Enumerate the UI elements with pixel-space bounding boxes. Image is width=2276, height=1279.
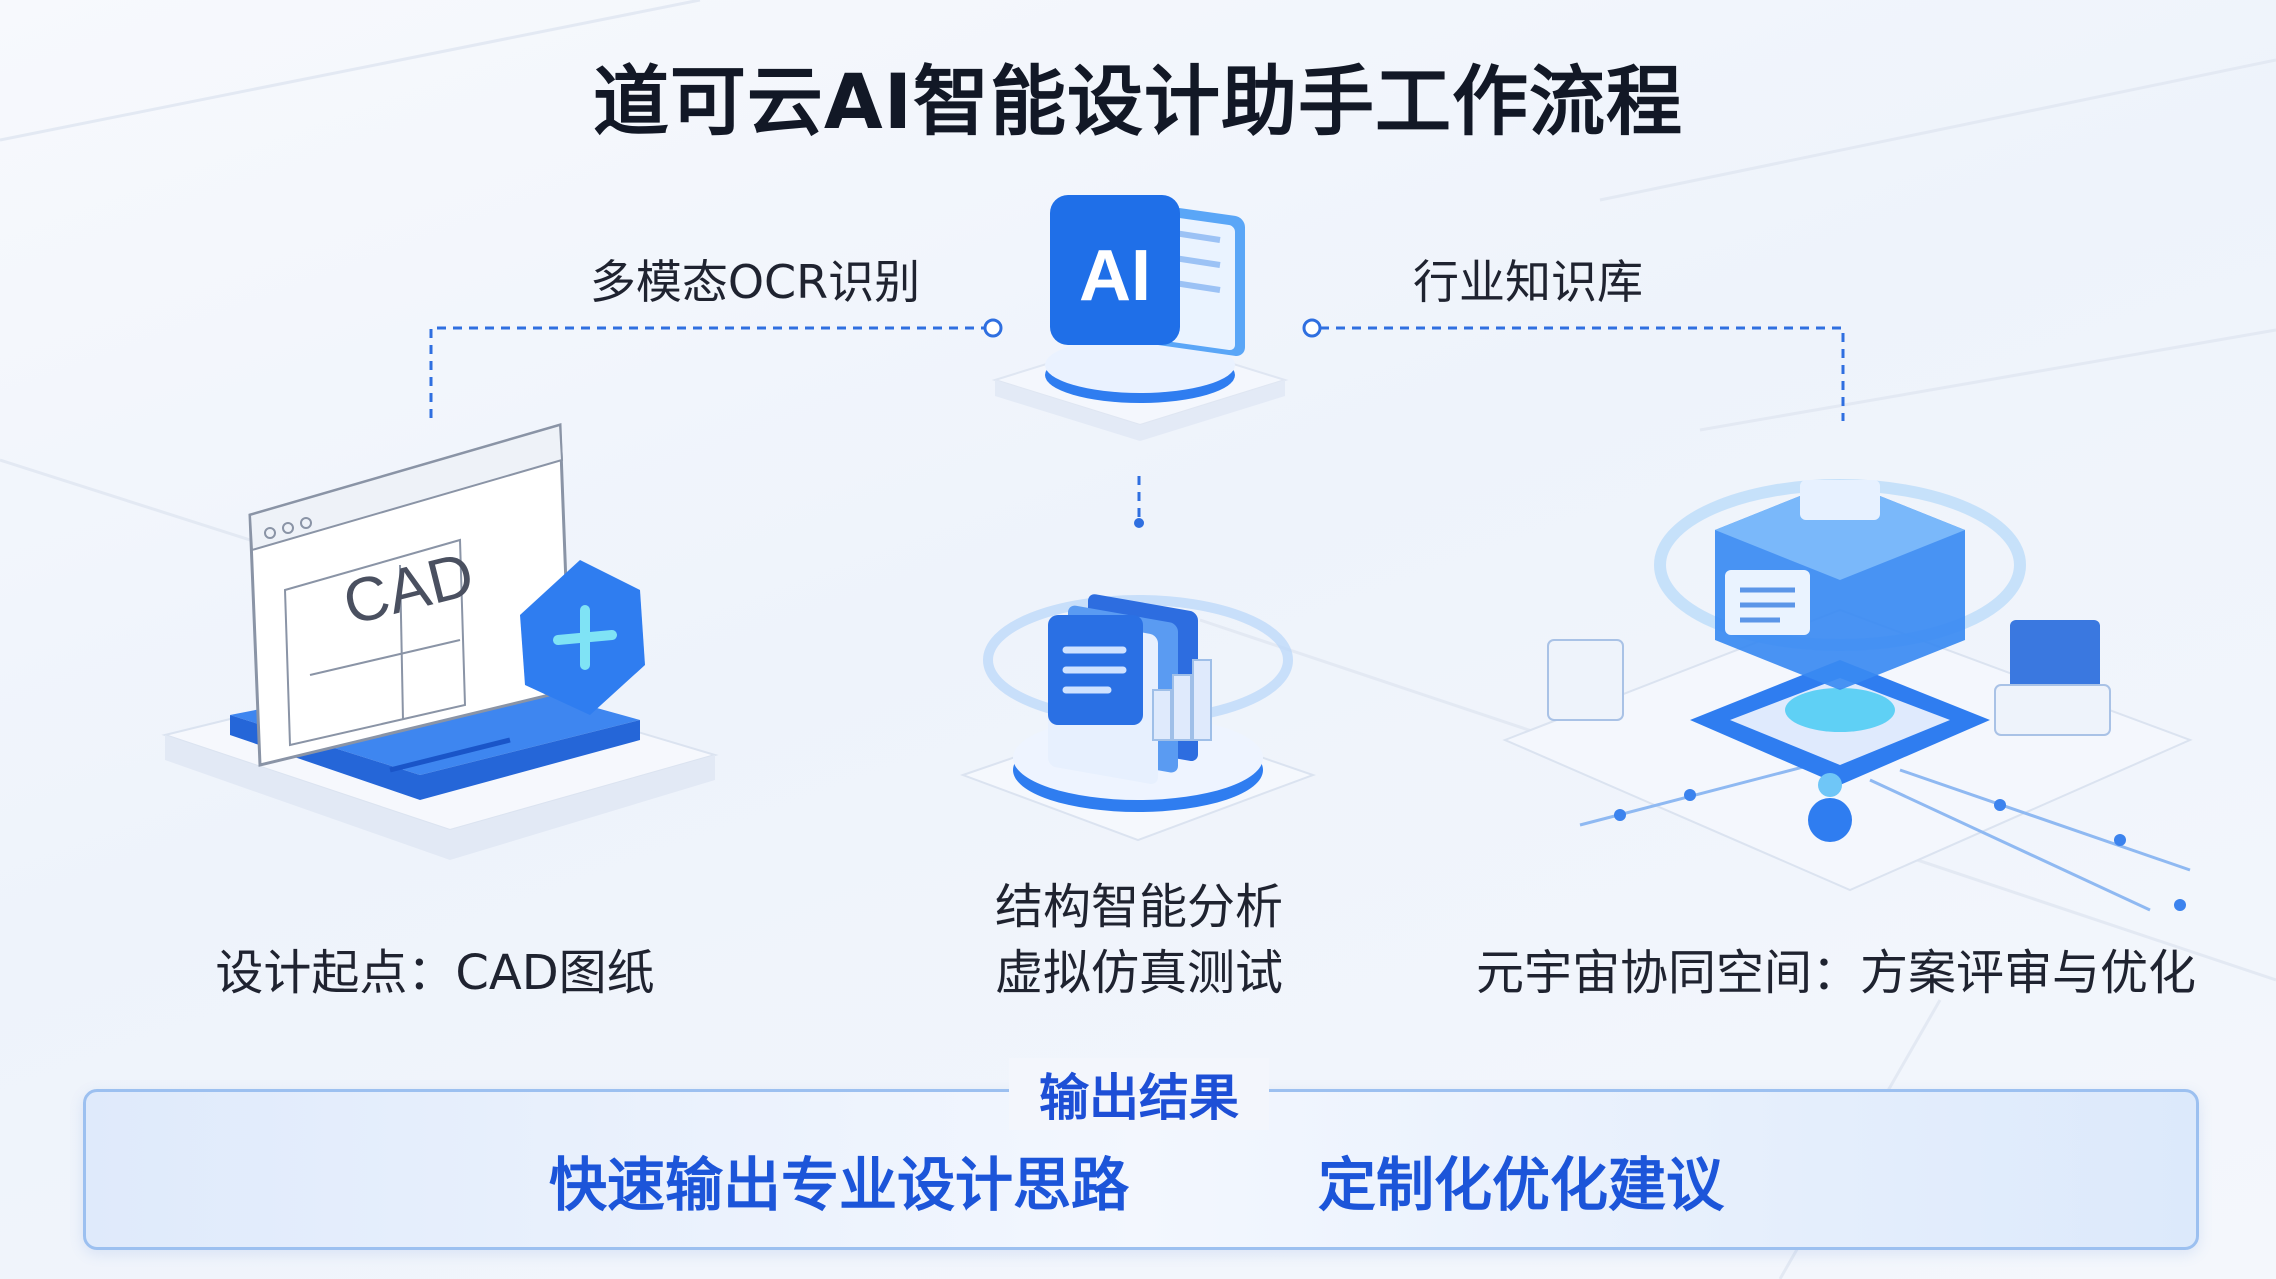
- metaverse-caption: 元宇宙协同空间：方案评审与优化: [1475, 945, 2197, 1001]
- page-title: 道可云AI智能设计助手工作流程: [592, 57, 1684, 146]
- connector-label-knowledge-base: 行业知识库: [1413, 255, 1643, 309]
- ai-hub-illustration: AI: [991, 195, 1289, 441]
- analysis-illustration: [960, 594, 1316, 842]
- ai-icon-text: AI: [1079, 236, 1151, 316]
- connector-dot: [983, 318, 1003, 338]
- connector-dot: [1134, 518, 1144, 528]
- analysis-caption: 结构智能分析 虚拟仿真测试: [995, 874, 1283, 1006]
- bar-chart-icon: [1152, 659, 1212, 741]
- cad-illustration: CAD: [161, 423, 719, 860]
- ai-icon: [1050, 195, 1180, 345]
- connector-label-ocr: 多模态OCR识别: [589, 255, 921, 309]
- output-item: 定制化优化建议: [1317, 1151, 1725, 1219]
- connector-dot: [1302, 318, 1322, 338]
- cad-caption: 设计起点：CAD图纸: [215, 945, 655, 1001]
- output-item: 快速输出专业设计思路: [548, 1151, 1130, 1219]
- server-icon: [1547, 639, 1624, 721]
- output-title: 输出结果: [1009, 1058, 1269, 1130]
- connector-left: [429, 326, 985, 418]
- analysis-caption-line2: 虚拟仿真测试: [994, 945, 1284, 1001]
- connector-right: [1320, 326, 1845, 421]
- monitor-icon: [2010, 620, 2100, 690]
- metaverse-illustration: [1502, 479, 2193, 912]
- analysis-caption-line1: 结构智能分析: [994, 879, 1284, 935]
